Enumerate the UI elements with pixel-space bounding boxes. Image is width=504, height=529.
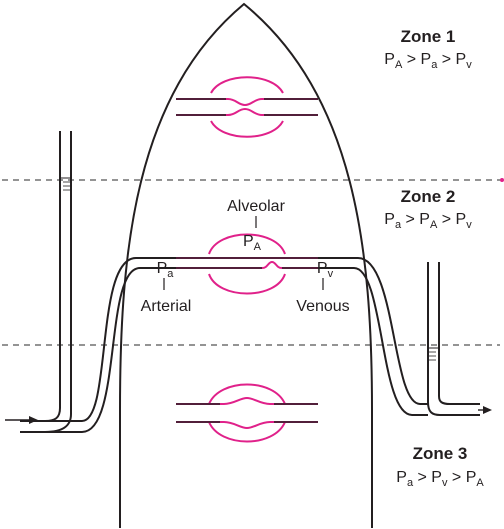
arterial-label: Arterial: [141, 298, 192, 315]
venous-label: Venous: [296, 298, 349, 315]
arterial-pressure-label: Pa: [157, 260, 175, 280]
zone-2-capillary: [176, 257, 318, 269]
venous-outflow-tube-inner: [318, 267, 428, 416]
alveolar-label: Alveolar: [227, 198, 285, 215]
arterial-manometer: [20, 131, 72, 433]
zone-3-alveolus: [176, 383, 318, 443]
zone-2-equation: Pa > PA > Pv: [384, 211, 472, 231]
lung-outline: [119, 2, 373, 528]
arterial-inflow-tube: [20, 257, 176, 422]
edge-accent-dot: [500, 178, 504, 182]
zone-2-title: Zone 2: [401, 187, 456, 206]
zone-1-equation: PA > Pa > Pv: [384, 51, 472, 71]
zone-3-title: Zone 3: [413, 444, 468, 463]
venous-manometer: [427, 262, 480, 416]
zone-3-capillary: [176, 403, 318, 423]
alveolar-pressure-label: PA: [243, 233, 262, 253]
venous-outflow-tube: [318, 257, 428, 405]
venous-pressure-label: Pv: [317, 260, 334, 280]
arterial-inflow-tube-inner: [20, 267, 176, 433]
venous-flow-arrowhead: [483, 406, 492, 414]
zone-1-alveolus: [176, 76, 318, 138]
zone-1-capillary: [176, 98, 318, 116]
arterial-flow-arrowhead: [29, 416, 38, 424]
zone-1-title: Zone 1: [401, 27, 456, 46]
zone-3-equation: Pa > Pv > PA: [396, 469, 484, 489]
